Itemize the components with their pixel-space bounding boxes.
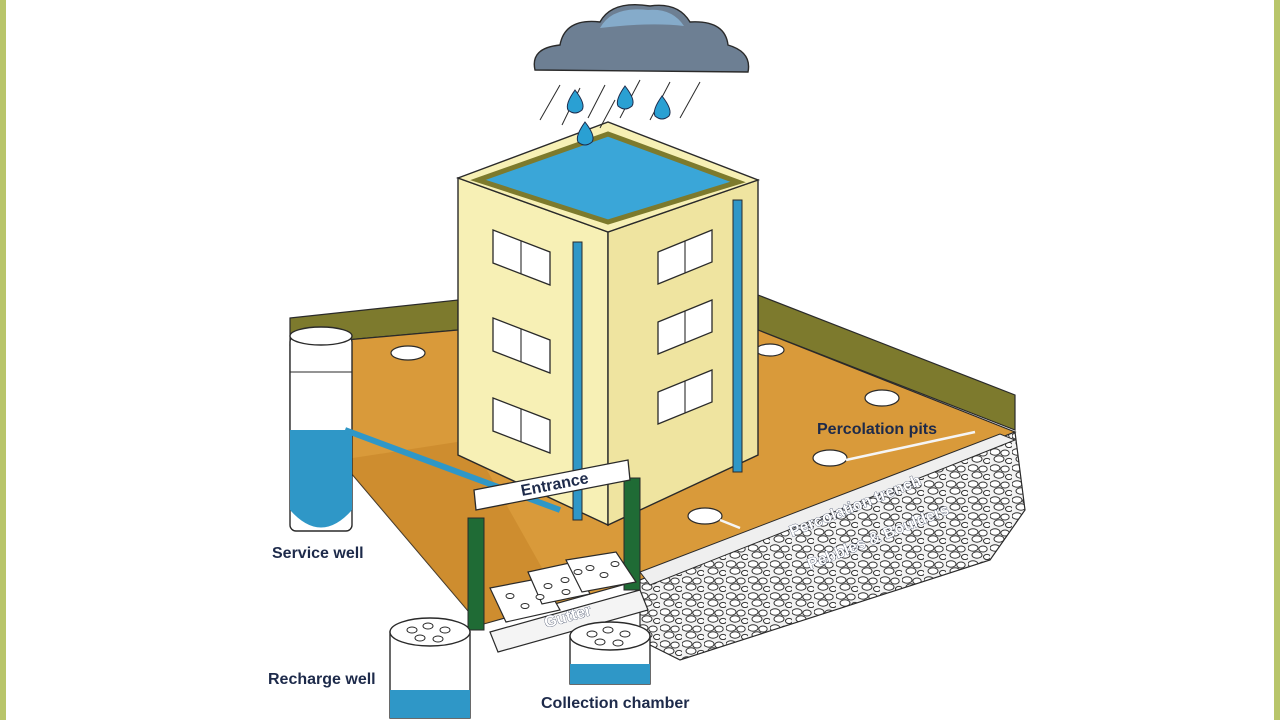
recharge-well bbox=[389, 617, 471, 719]
percolation-pit bbox=[687, 507, 723, 525]
service-well bbox=[289, 326, 353, 532]
gate-post bbox=[623, 477, 641, 591]
gate-post bbox=[467, 517, 485, 631]
rain-drop bbox=[576, 121, 594, 146]
trench-top-edge bbox=[639, 433, 1017, 586]
grate-holes bbox=[505, 561, 620, 609]
gutter-channel bbox=[489, 589, 649, 653]
rain-drop bbox=[616, 85, 634, 110]
rain-drop bbox=[653, 95, 671, 120]
roof-water bbox=[470, 131, 746, 225]
rainwater-harvesting-diagram: Entrance Percolation pits Percolation tr… bbox=[268, 4, 1026, 719]
gutter-grates bbox=[489, 551, 649, 653]
entrance-gate bbox=[467, 459, 641, 631]
percolation-pit bbox=[755, 343, 785, 357]
downpipe bbox=[572, 241, 583, 521]
label-recharge-well: Recharge well bbox=[268, 671, 376, 688]
rain-drop bbox=[566, 89, 584, 114]
ground-shadow bbox=[340, 440, 560, 625]
label-collection-chamber: Collection chamber bbox=[541, 695, 689, 712]
percolation-pit bbox=[812, 449, 848, 467]
collection-chamber bbox=[569, 621, 651, 685]
label-percolation-pits: Percolation pits bbox=[817, 421, 937, 438]
rain-cloud bbox=[533, 4, 750, 73]
pit-connectors bbox=[719, 430, 976, 530]
entrance-sign bbox=[473, 459, 631, 511]
percolation-pit bbox=[390, 345, 426, 361]
percolation-pits bbox=[390, 343, 900, 525]
building bbox=[455, 121, 761, 527]
label-service-well: Service well bbox=[272, 545, 364, 562]
rain-drops bbox=[566, 85, 671, 146]
downpipe bbox=[732, 199, 743, 473]
percolation-pit bbox=[864, 389, 900, 407]
